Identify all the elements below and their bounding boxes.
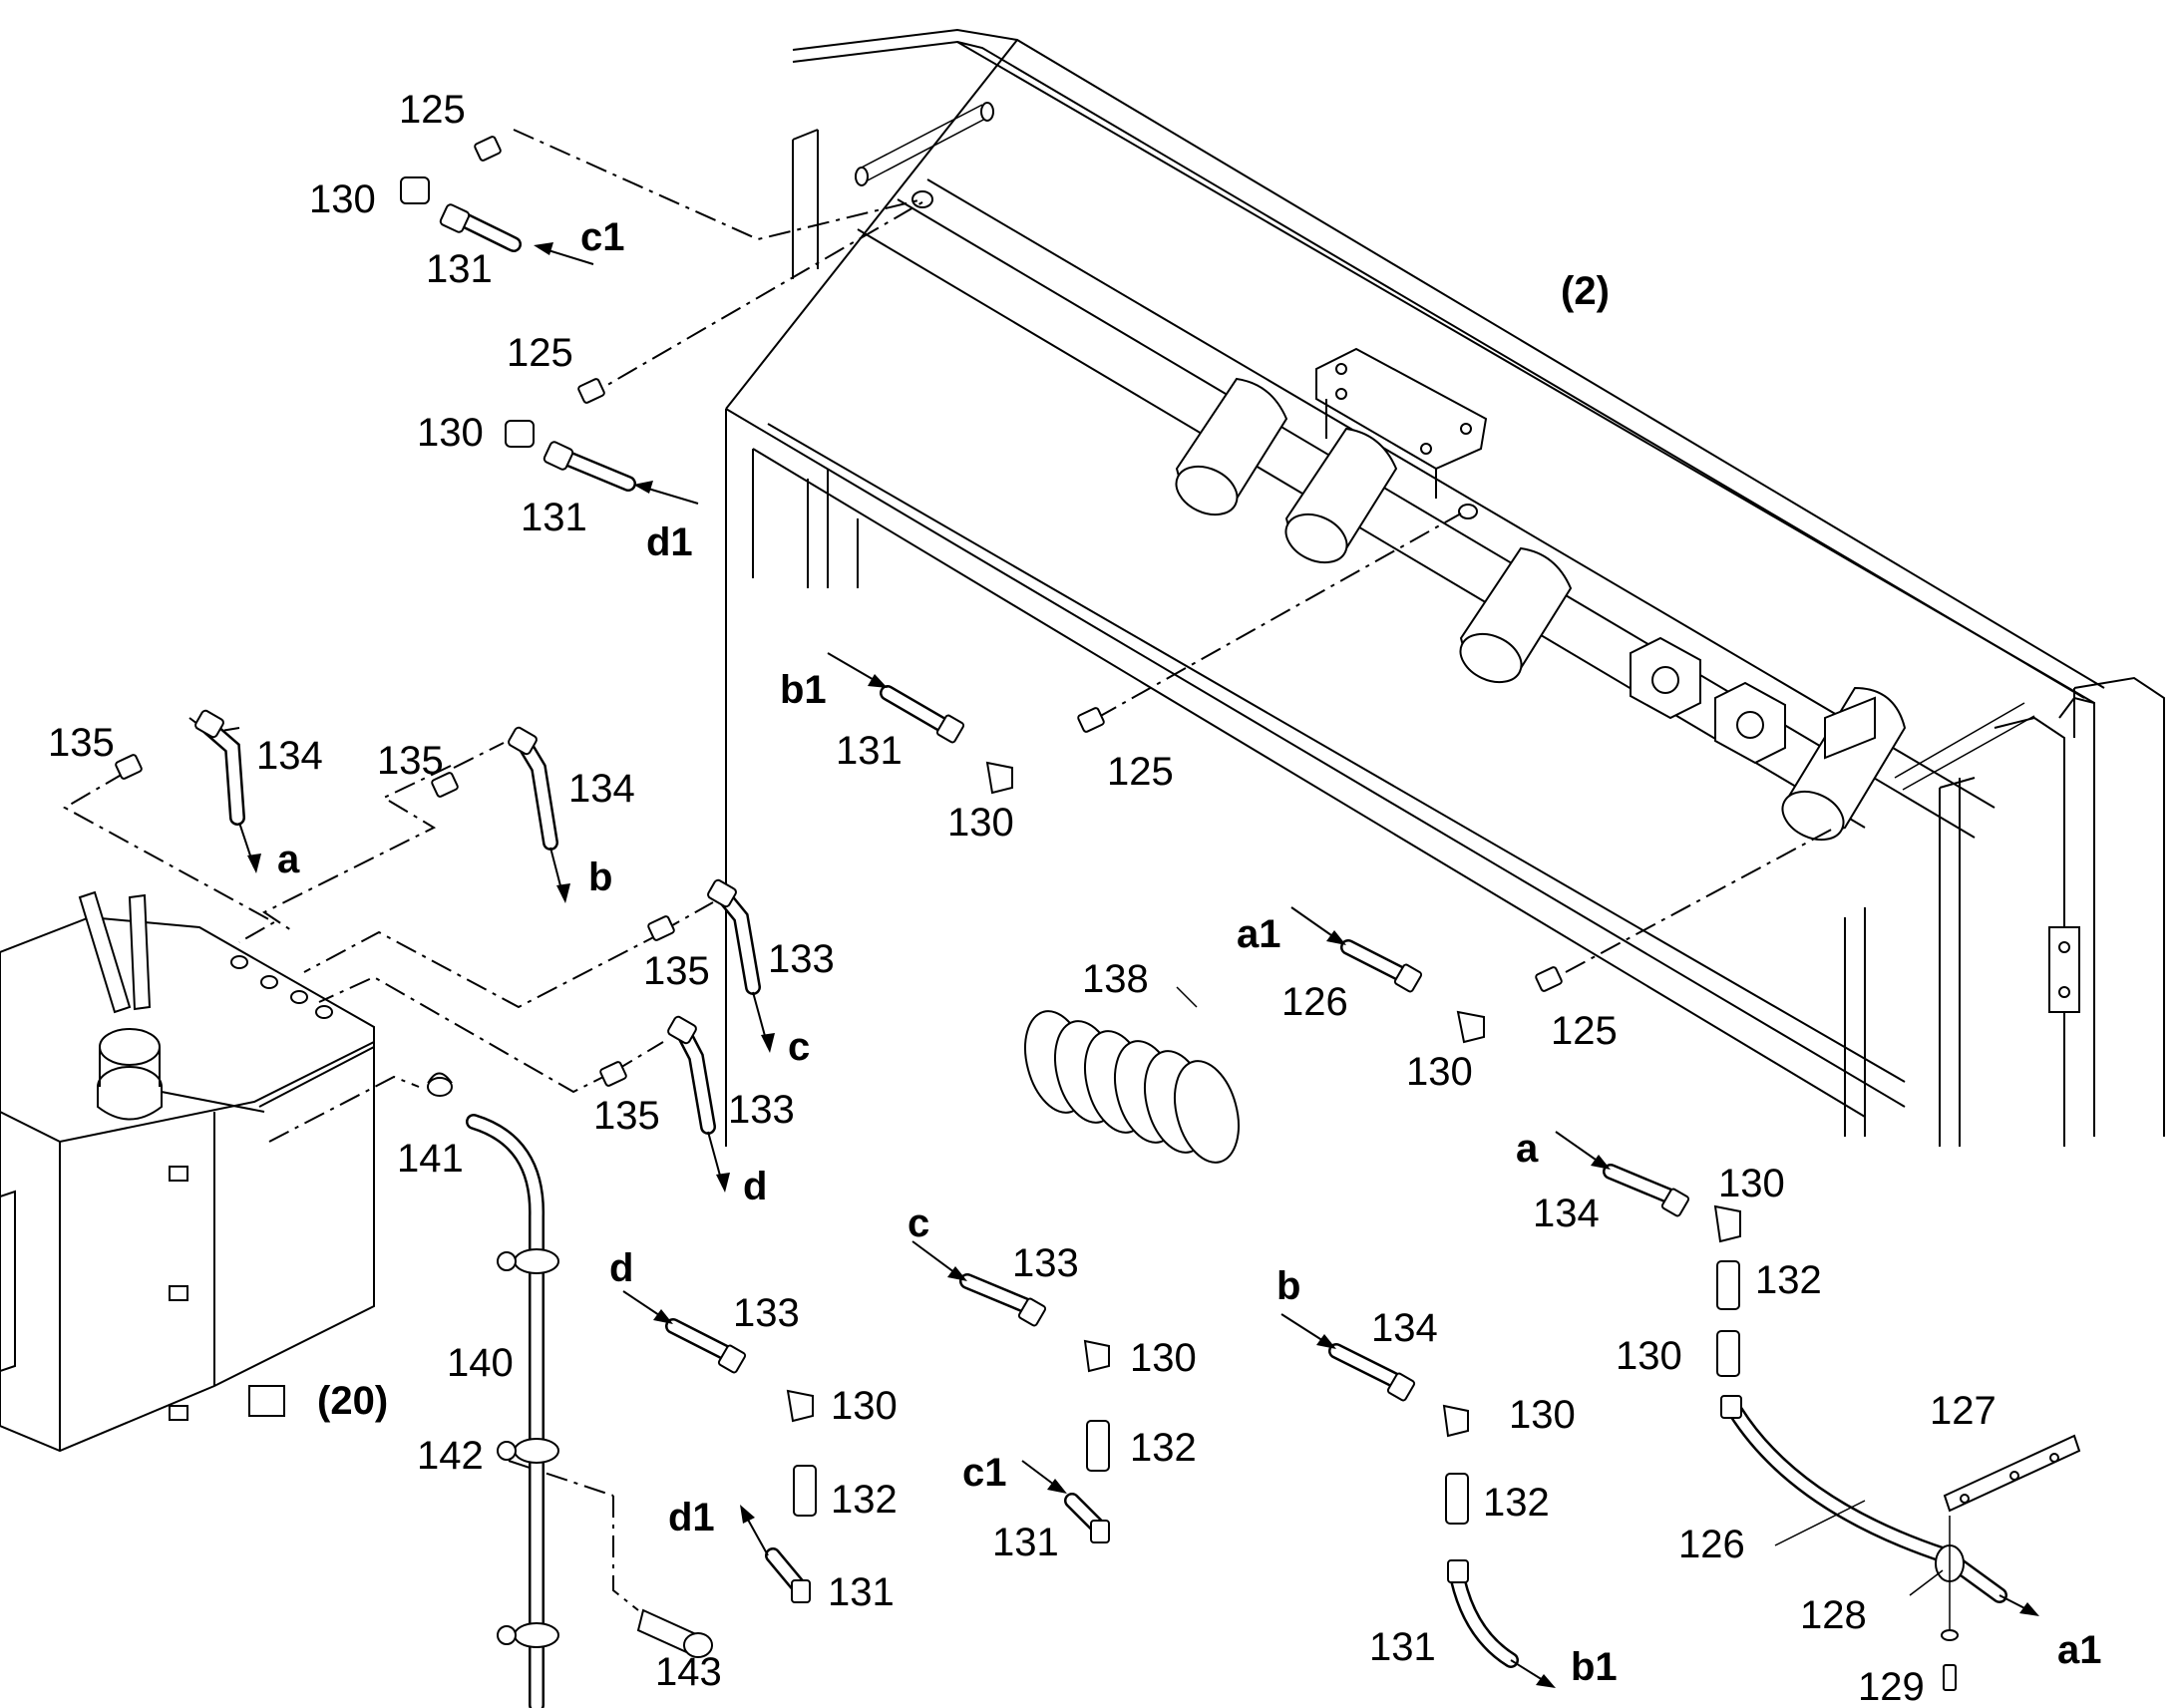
callout-130: 130 bbox=[1509, 1393, 1576, 1437]
callout-125: 125 bbox=[507, 331, 573, 375]
callout-134: 134 bbox=[1533, 1192, 1600, 1235]
callout-133: 133 bbox=[768, 937, 835, 981]
callout-126: 126 bbox=[1281, 980, 1348, 1024]
callout-c: c bbox=[908, 1201, 929, 1245]
callout-140: 140 bbox=[447, 1341, 514, 1385]
callout-130: 130 bbox=[309, 177, 376, 221]
callout-135: 135 bbox=[593, 1094, 660, 1138]
callout-b1: b1 bbox=[780, 668, 827, 712]
callout-leaders bbox=[1176, 986, 1944, 1596]
callout-c1: c1 bbox=[962, 1451, 1007, 1495]
callout-132: 132 bbox=[831, 1478, 898, 1522]
callout-133: 133 bbox=[1012, 1241, 1079, 1285]
callout-131: 131 bbox=[426, 247, 493, 291]
callout-134: 134 bbox=[568, 767, 635, 811]
callout-130: 130 bbox=[1406, 1050, 1473, 1094]
callout-d1: d1 bbox=[646, 520, 693, 564]
callout-d: d bbox=[743, 1165, 767, 1208]
labels: (2) (20) 125 130 131 c1 125 130 131 d1 b… bbox=[48, 88, 2102, 1708]
callout-142: 142 bbox=[417, 1434, 484, 1478]
callout-134: 134 bbox=[1371, 1306, 1438, 1350]
callout-131: 131 bbox=[828, 1570, 895, 1614]
arrows bbox=[238, 242, 2039, 1688]
callout-131: 131 bbox=[1369, 1625, 1436, 1669]
callout-b: b bbox=[588, 855, 612, 899]
callout-a1: a1 bbox=[1237, 912, 1281, 956]
callout-135: 135 bbox=[48, 721, 115, 765]
assembly-label-20: (20) bbox=[317, 1379, 388, 1423]
callout-c1: c1 bbox=[580, 215, 625, 259]
callout-134: 134 bbox=[256, 734, 323, 778]
callout-127: 127 bbox=[1930, 1389, 1997, 1433]
callout-126: 126 bbox=[1678, 1523, 1745, 1566]
callout-143: 143 bbox=[655, 1650, 722, 1694]
callout-d1: d1 bbox=[668, 1496, 715, 1539]
callout-135: 135 bbox=[377, 739, 444, 783]
callout-125: 125 bbox=[1107, 750, 1174, 794]
callout-a: a bbox=[1516, 1127, 1539, 1171]
callout-c: c bbox=[788, 1025, 810, 1069]
callout-141: 141 bbox=[397, 1137, 464, 1181]
callout-133: 133 bbox=[728, 1088, 795, 1132]
callout-b: b bbox=[1276, 1264, 1300, 1308]
callout-a1: a1 bbox=[2057, 1628, 2102, 1672]
callout-125: 125 bbox=[1551, 1009, 1618, 1053]
callout-132: 132 bbox=[1755, 1258, 1822, 1302]
callout-130: 130 bbox=[1616, 1334, 1682, 1378]
callout-130: 130 bbox=[1718, 1162, 1785, 1205]
callout-131: 131 bbox=[836, 729, 903, 773]
fittings bbox=[115, 136, 2081, 1708]
callout-132: 132 bbox=[1483, 1481, 1550, 1525]
callout-125: 125 bbox=[399, 88, 466, 132]
coil-hose-138 bbox=[1024, 1010, 1240, 1164]
assembly-label-2: (2) bbox=[1561, 269, 1610, 313]
tank-assembly bbox=[725, 28, 2165, 1147]
callout-130: 130 bbox=[947, 801, 1014, 845]
callout-128: 128 bbox=[1800, 1593, 1867, 1637]
callout-129: 129 bbox=[1858, 1665, 1925, 1708]
callout-138: 138 bbox=[1082, 957, 1149, 1001]
callout-b1: b1 bbox=[1571, 1645, 1618, 1689]
callout-132: 132 bbox=[1130, 1426, 1197, 1470]
callout-135: 135 bbox=[643, 949, 710, 993]
callout-130: 130 bbox=[1130, 1336, 1197, 1380]
callout-130: 130 bbox=[417, 411, 484, 455]
reservoir bbox=[0, 890, 375, 1453]
callout-130: 130 bbox=[831, 1384, 898, 1428]
callout-a: a bbox=[277, 838, 300, 881]
callout-131: 131 bbox=[521, 496, 587, 539]
callout-133: 133 bbox=[733, 1291, 800, 1335]
callout-d: d bbox=[609, 1246, 633, 1290]
callout-131: 131 bbox=[992, 1521, 1059, 1564]
